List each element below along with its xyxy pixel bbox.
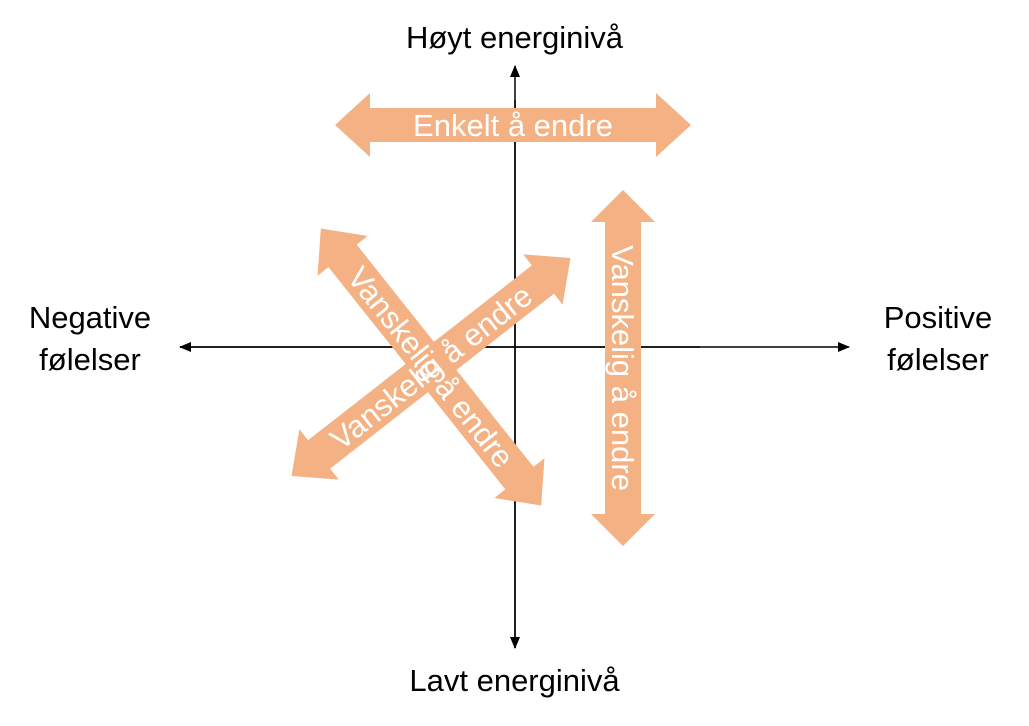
- right-axis-label: Positive følelser: [858, 297, 1018, 381]
- vertical-double-arrow: Vanskelig å endre: [591, 190, 655, 546]
- left-axis-label-line1: Negative: [28, 300, 152, 335]
- diagonal-rising-arrow-label: Vanskelig å endre: [324, 278, 539, 457]
- bottom-axis-label: Lavt energinivå: [409, 663, 620, 698]
- horizontal-double-arrow: Enkelt å endre: [335, 93, 691, 157]
- left-axis-label-line2: følelser: [39, 342, 141, 377]
- right-axis-label-line2: følelser: [887, 342, 989, 377]
- top-axis-label: Høyt energinivå: [405, 20, 624, 55]
- left-axis-label: Negative følelser: [10, 297, 170, 381]
- horizontal-arrow-label: Enkelt å endre: [413, 108, 613, 143]
- vertical-arrow-label: Vanskelig å endre: [605, 245, 640, 491]
- diagonal-rising-double-arrow: [291, 254, 571, 480]
- right-axis-label-line1: Positive: [883, 300, 993, 335]
